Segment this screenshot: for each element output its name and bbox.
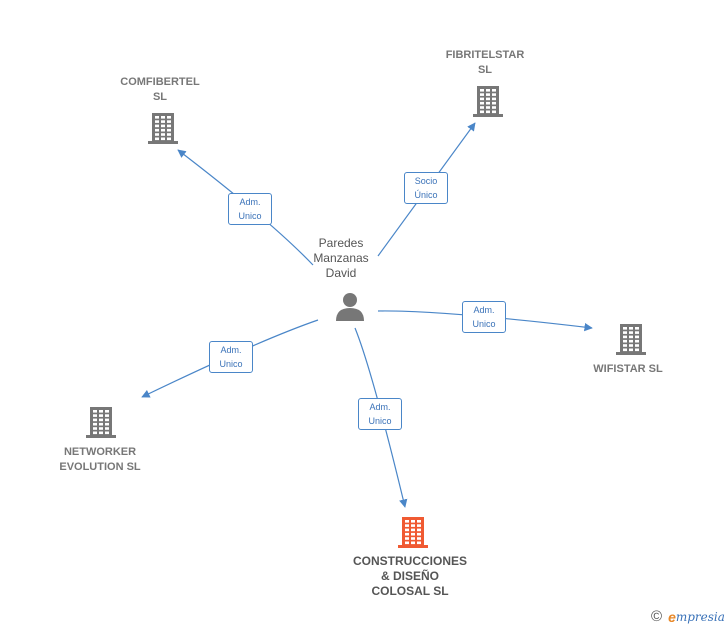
building-icon[interactable]	[148, 113, 178, 144]
brand-logo-e: e	[668, 608, 676, 625]
edge-label-line: Adm.	[239, 197, 261, 207]
edge-label-networker[interactable]: Adm. Unico	[209, 341, 253, 373]
company-label-networker-line: NETWORKER	[63, 446, 137, 458]
edge-construcciones	[354, 327, 408, 508]
building-icon[interactable]	[398, 517, 428, 548]
person-name-label-line: Manzanas	[313, 251, 369, 265]
person-icon[interactable]	[336, 293, 364, 321]
company-label-wifistar[interactable]: WIFISTAR SL	[568, 362, 688, 377]
company-label-construcciones-line: CONSTRUCCIONES	[352, 554, 467, 568]
company-label-fibritelstar-line: SL	[477, 64, 493, 76]
edge-label-line: Socio	[414, 176, 438, 186]
company-label-fibritelstar-line: FIBRITELSTAR	[445, 49, 525, 61]
company-label-networker[interactable]: NETWORKER EVOLUTION SL	[40, 445, 160, 475]
person-name-label-line: Paredes	[318, 236, 364, 250]
person-name-label-line: David	[325, 266, 357, 280]
company-label-fibritelstar[interactable]: FIBRITELSTAR SL	[425, 48, 545, 78]
edge-label-construcciones[interactable]: Adm. Unico	[358, 398, 402, 430]
company-label-construcciones-line: & DISEÑO	[380, 569, 439, 583]
building-icon[interactable]	[616, 324, 646, 355]
nodes-layer	[86, 86, 646, 548]
edge-label-wifistar[interactable]: Adm. Unico	[462, 301, 506, 333]
edge-label-line: Adm.	[369, 402, 391, 412]
footer-branding: © e mpresia	[651, 608, 725, 625]
edge-label-line: Unico	[368, 416, 392, 426]
edge-label-line: Único	[414, 190, 438, 200]
building-icon[interactable]	[86, 407, 116, 438]
company-label-wifistar-line: WIFISTAR SL	[593, 363, 663, 375]
edge-label-line: Unico	[472, 319, 496, 329]
company-label-networker-line: EVOLUTION SL	[59, 461, 141, 473]
edge-label-line: Adm.	[220, 345, 242, 355]
building-icon[interactable]	[473, 86, 503, 117]
company-label-comfibertel-line: SL	[152, 91, 168, 103]
edge-label-line: Unico	[219, 359, 243, 369]
edges-layer	[141, 122, 593, 508]
company-label-comfibertel-line: COMFIBERTEL	[120, 76, 200, 88]
copyright-symbol: ©	[651, 608, 663, 625]
edge-label-comfibertel[interactable]: Adm. Unico	[228, 193, 272, 225]
company-label-construcciones-line: COLOSAL SL	[371, 584, 449, 598]
edge-label-line: Adm.	[473, 305, 495, 315]
brand-logo-text: mpresia	[675, 609, 725, 624]
edge-label-line: Unico	[238, 211, 262, 221]
company-label-comfibertel[interactable]: COMFIBERTEL SL	[100, 75, 220, 105]
